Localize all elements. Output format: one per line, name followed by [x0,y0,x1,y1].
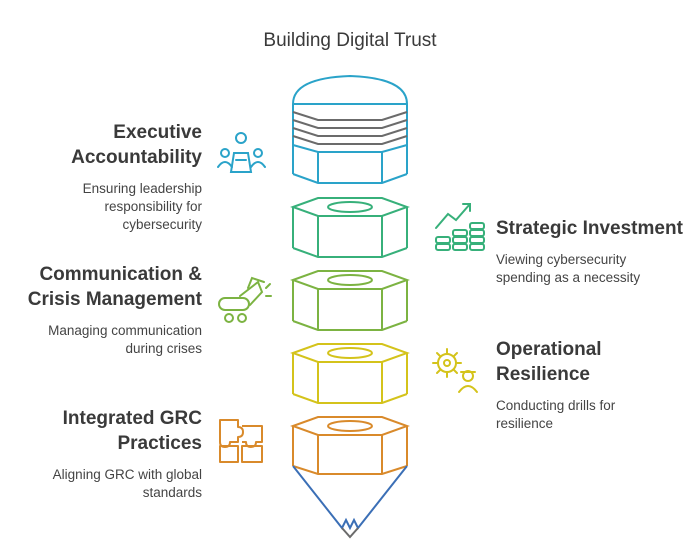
megaphone-icon [218,276,272,323]
section-description: Ensuring leadership responsibility for c… [82,181,202,232]
section-description: Conducting drills for resilience [496,398,616,431]
section-heading: Executive Accountability [71,122,202,168]
pencil-tip [292,465,408,539]
section-grc: Integrated GRC Practices Aligning GRC wi… [22,406,202,502]
section-communication: Communication & Crisis Management Managi… [22,262,202,358]
team-leader-icon [217,132,266,173]
pencil-top-cap [292,74,408,184]
hex-segment-grc [290,416,410,475]
hex-segment-strategic [290,197,410,258]
section-description: Managing communication during crises [48,323,202,356]
puzzle-icon [219,419,263,463]
section-description: Aligning GRC with global standards [52,467,202,500]
hex-segment-operational [290,343,410,404]
section-heading: Operational Resilience [496,339,602,385]
section-heading: Strategic Investment [496,218,683,239]
section-heading: Communication & Crisis Management [27,264,202,310]
section-description: Viewing cybersecurity spending as a nece… [496,252,641,285]
growth-coins-icon [435,203,485,251]
page-title: Building Digital Trust [263,30,437,51]
section-executive: Executive Accountability Ensuring leader… [22,120,202,234]
section-operational: Operational Resilience Conducting drills… [496,337,696,433]
gear-worker-icon [432,348,478,393]
hex-segment-communication [290,270,410,331]
section-strategic: Strategic Investment Viewing cybersecuri… [496,216,696,287]
section-heading: Integrated GRC Practices [62,408,202,454]
